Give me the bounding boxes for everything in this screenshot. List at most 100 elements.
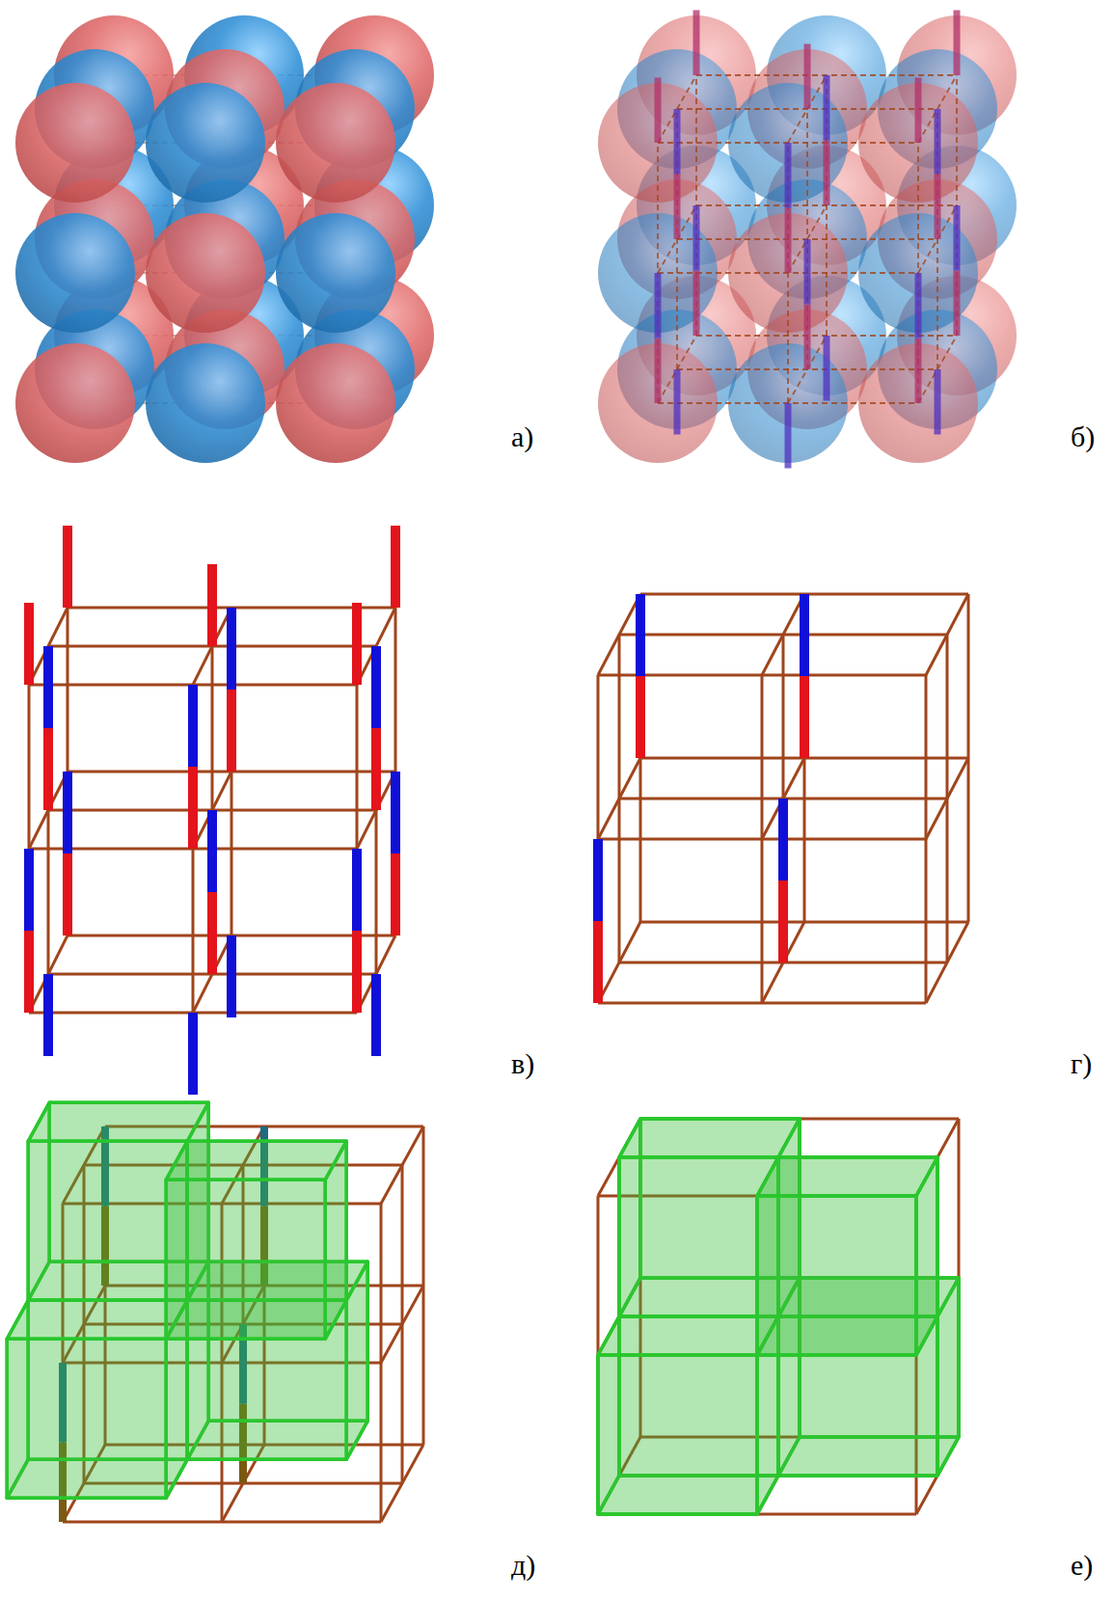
cube-face — [27, 1102, 209, 1141]
bond-rod — [693, 10, 701, 77]
frame-edge — [355, 684, 359, 1013]
frame-edge — [782, 634, 786, 963]
bond-rod — [188, 684, 198, 767]
bond-rod — [934, 108, 942, 175]
bond-rod — [43, 974, 54, 1057]
frame-edge — [925, 594, 969, 676]
frame-edge — [191, 684, 195, 1013]
bond-rod — [371, 646, 381, 729]
bond-rod — [593, 921, 603, 1004]
bond-rod — [823, 140, 831, 207]
bond-rod — [390, 771, 401, 854]
sphere-packing — [15, 15, 435, 463]
bond-rod — [785, 208, 792, 274]
panel-label: д) — [511, 1548, 536, 1581]
cube-face — [597, 1316, 779, 1356]
panel-label: е) — [1070, 1548, 1093, 1581]
panel-v — [28, 525, 396, 1095]
ion-sphere — [275, 82, 396, 203]
bond-rod — [207, 810, 218, 893]
panel-e — [597, 1118, 959, 1515]
unit-cube — [597, 1316, 779, 1515]
bond-rod — [593, 839, 603, 922]
bond-rod — [207, 564, 218, 647]
bond-rod — [635, 676, 646, 759]
frame-edge — [695, 75, 698, 336]
panel-label: в) — [511, 1047, 535, 1080]
bond-rod — [674, 174, 681, 241]
bond-rod — [953, 10, 961, 77]
bond-rod — [785, 142, 792, 209]
panel-label: а) — [511, 420, 534, 453]
ion-sphere — [275, 343, 396, 463]
frame-edge — [917, 142, 920, 404]
unit-cube — [757, 1157, 938, 1356]
bond-rod — [62, 525, 73, 608]
bond-rod — [24, 930, 34, 1013]
panel-a — [15, 15, 435, 463]
cube-face — [165, 1179, 326, 1339]
bond-rod — [823, 335, 831, 402]
bond-rod — [43, 646, 54, 729]
bond-rod — [188, 766, 198, 849]
unit-cube — [6, 1300, 188, 1498]
unit-cube — [165, 1140, 347, 1339]
bond-rod — [953, 271, 961, 337]
cube-face — [165, 1140, 347, 1180]
panel-b — [597, 10, 1017, 469]
cube-face — [757, 1195, 917, 1356]
bond-rod — [654, 338, 662, 405]
bond-rod — [674, 108, 681, 175]
cube-face — [757, 1157, 938, 1196]
bond-rod — [799, 676, 810, 759]
bond-rod — [693, 271, 701, 337]
bond-rod — [226, 935, 237, 1018]
cube-face — [27, 1140, 188, 1301]
bond-rod — [915, 78, 923, 144]
frame-edge — [639, 594, 643, 923]
dipole-rods — [657, 10, 957, 469]
bond-rod — [953, 205, 961, 272]
lattice-frame — [597, 1118, 959, 1515]
ion-sphere — [15, 82, 136, 203]
bond-rod — [390, 853, 401, 936]
lattice-frame — [28, 607, 396, 1013]
cube-face — [597, 1355, 758, 1515]
bond-rod — [24, 848, 34, 931]
cube-face — [6, 1300, 188, 1339]
frame-edge — [656, 142, 659, 404]
bond-rod — [226, 689, 237, 772]
bond-rod — [915, 272, 923, 339]
panel-label: б) — [1070, 420, 1095, 453]
panel-d — [6, 1102, 424, 1522]
ion-sphere — [145, 213, 266, 333]
frame-edge — [619, 633, 948, 637]
cube-face — [619, 1118, 800, 1158]
dipole-rods — [28, 525, 396, 1095]
dipole-rods — [597, 594, 805, 1004]
sphere-packing — [597, 15, 1017, 463]
panel-label: г) — [1070, 1047, 1092, 1080]
ion-sphere — [15, 213, 136, 333]
ion-sphere — [275, 213, 396, 333]
bond-rod — [188, 1012, 198, 1095]
frame-edge — [806, 108, 809, 370]
bond-rod — [226, 607, 237, 690]
frame-edge — [787, 142, 789, 404]
bond-rod — [371, 728, 381, 811]
frame-edge — [47, 646, 51, 975]
lattice-frame — [597, 594, 969, 1004]
frame-edge — [967, 594, 971, 923]
bond-rod — [915, 338, 923, 405]
frame-edge — [380, 1126, 424, 1204]
frame-edge — [230, 607, 234, 936]
bond-rod — [352, 848, 362, 931]
frame-edge — [380, 1285, 424, 1363]
bond-rod — [390, 525, 401, 608]
frame-edge — [676, 108, 679, 370]
ion-sphere — [15, 343, 136, 463]
panel-g — [597, 594, 969, 1004]
bond-rod — [778, 880, 788, 963]
frame-edge — [597, 675, 600, 1004]
bond-rod — [823, 75, 831, 141]
